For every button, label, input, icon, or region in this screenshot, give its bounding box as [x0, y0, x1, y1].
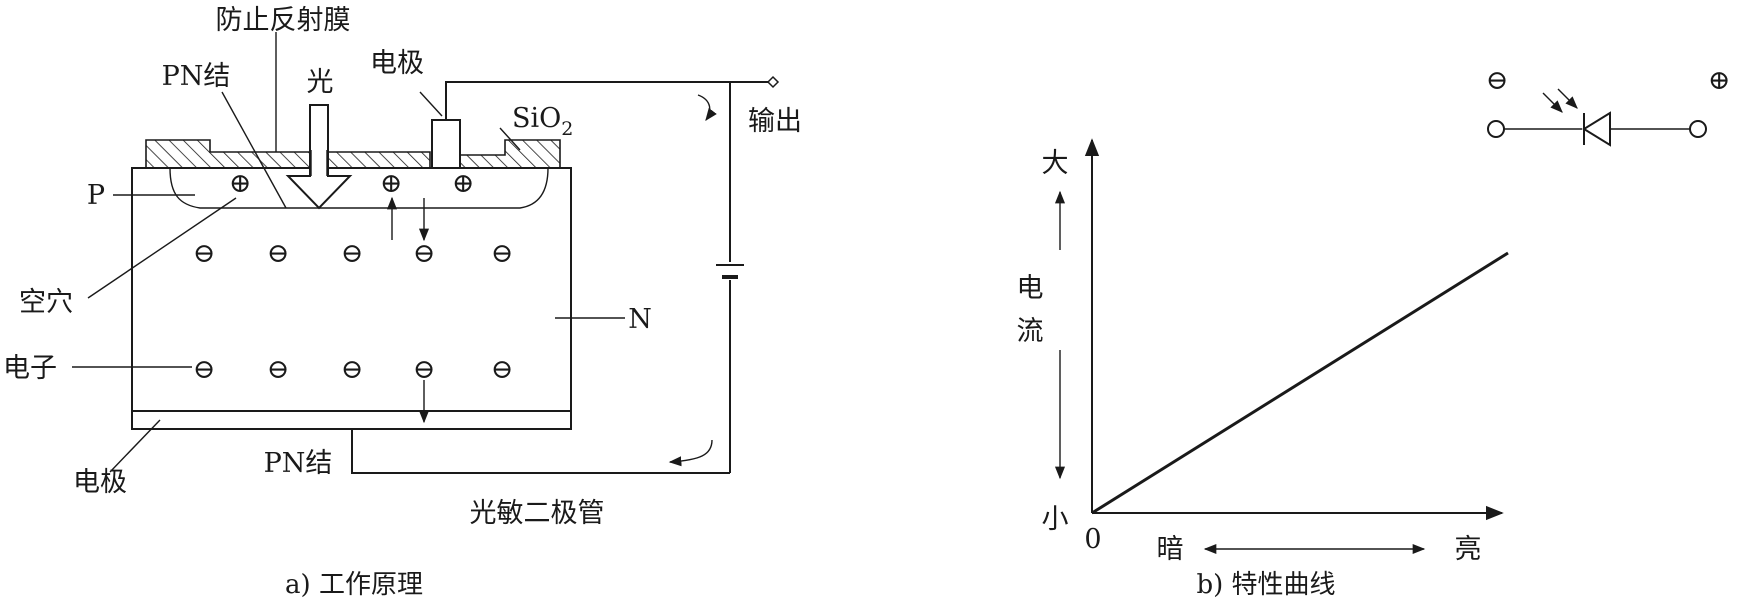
top-electrode — [431, 119, 461, 169]
label-electrode-bottom: 电极 — [73, 467, 127, 498]
label-pn-junction-top: PN结 — [162, 61, 231, 92]
label-y-name-1: 电 — [1017, 273, 1044, 304]
electron-symbol: ⊖ — [267, 354, 290, 385]
label-origin: 0 — [1084, 524, 1101, 555]
output-wire-top — [445, 81, 768, 120]
label-y-name-2: 流 — [1017, 316, 1044, 347]
caption-a: a) 工作原理 — [285, 570, 423, 600]
photodiode-cross-section: ⊕ ⊕ ⊕ ⊖ ⊖ ⊖ ⊖ ⊖ ⊖ ⊖ ⊖ ⊖ ⊖ — [3, 5, 802, 600]
light-ray-2 — [1557, 88, 1578, 109]
current-arrow-top — [697, 94, 717, 122]
electron-symbol: ⊖ — [193, 354, 216, 385]
electron-symbol: ⊖ — [341, 354, 364, 385]
current-vs-light-line — [1091, 251, 1509, 515]
label-minus: ⊖ — [1486, 65, 1509, 96]
diode-triangle — [1582, 111, 1611, 147]
characteristic-curve: 大 电 流 小 0 暗 亮 b) 特性曲线 ⊖ ⊕ — [1017, 65, 1731, 600]
label-x-bright: 亮 — [1455, 534, 1482, 565]
anti-reflective-film — [145, 139, 431, 169]
photodiode-symbol: ⊖ ⊕ — [1486, 65, 1731, 147]
current-arrow-bottom — [668, 439, 713, 467]
electron-symbol: ⊖ — [491, 354, 514, 385]
electron-symbol: ⊖ — [341, 238, 364, 269]
leader-electrode-bottom — [109, 419, 161, 473]
electron-symbol: ⊖ — [413, 354, 436, 385]
bottom-electrode — [131, 410, 572, 430]
label-pn-junction-bottom: PN结 — [264, 448, 333, 479]
label-anti-reflective-film: 防止反射膜 — [216, 5, 351, 36]
electron-symbol: ⊖ — [267, 238, 290, 269]
label-y-big: 大 — [1042, 148, 1069, 179]
hole-symbol: ⊕ — [380, 168, 403, 199]
label-x-dark: 暗 — [1157, 534, 1184, 565]
label-p-region: P — [87, 180, 105, 211]
label-output: 输出 — [748, 106, 802, 137]
leader-electrode-top — [419, 91, 443, 117]
label-y-small: 小 — [1042, 504, 1069, 535]
leader-pn-junction-top — [221, 91, 287, 209]
p-region-boundary — [169, 167, 549, 209]
light-arrow — [285, 104, 353, 210]
electron-symbol: ⊖ — [413, 238, 436, 269]
leader-sio2 — [499, 127, 521, 151]
electron-symbol: ⊖ — [193, 238, 216, 269]
caption-b: b) 特性曲线 — [1196, 570, 1335, 600]
label-hole: 空穴 — [19, 287, 73, 318]
sio2-layer — [459, 139, 561, 169]
label-sio2-subscript: 2 — [561, 118, 573, 140]
electron-symbol: ⊖ — [491, 238, 514, 269]
hole-symbol: ⊕ — [229, 168, 252, 199]
hole-symbol: ⊕ — [452, 168, 475, 199]
label-n-region: N — [628, 304, 652, 335]
leader-hole — [87, 197, 237, 299]
circuit-wire-bottom — [351, 429, 730, 474]
terminal-right — [1689, 120, 1707, 138]
label-light: 光 — [307, 67, 334, 98]
label-electrode-top: 电极 — [370, 48, 424, 79]
label-sio2: SiO2 — [512, 103, 573, 140]
label-plus: ⊕ — [1708, 65, 1731, 96]
label-device-name: 光敏二极管 — [470, 498, 605, 529]
terminal-left — [1487, 120, 1505, 138]
label-electron: 电子 — [3, 353, 57, 384]
light-ray-1 — [1542, 92, 1563, 113]
output-terminal — [766, 75, 780, 89]
label-sio2-main: SiO — [512, 103, 561, 134]
